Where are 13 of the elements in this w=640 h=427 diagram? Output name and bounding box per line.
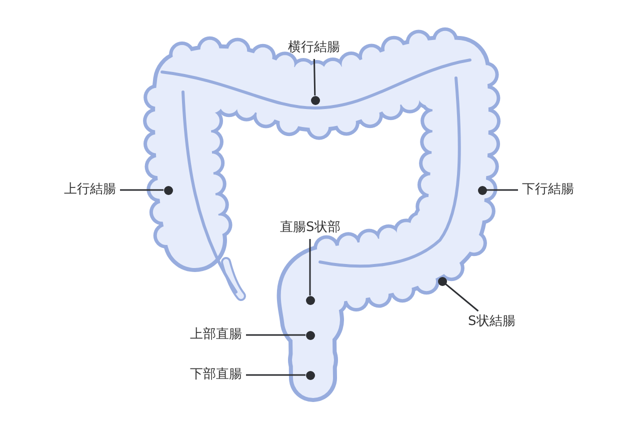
part-label: 下部直腸 [190,367,242,383]
leader-line [246,374,306,376]
part-label: 直腸S状部 [280,220,340,236]
part-label: 横行結腸 [288,40,340,56]
leader-line [246,334,306,336]
leader-line [313,58,316,96]
part-label: S状結腸 [468,314,516,330]
leader-line [486,189,518,191]
leader-line [120,189,164,191]
leader-line [444,283,479,312]
part-label: 下行結腸 [522,182,574,198]
part-label: 上部直腸 [190,327,242,343]
part-label: 上行結腸 [64,182,116,198]
